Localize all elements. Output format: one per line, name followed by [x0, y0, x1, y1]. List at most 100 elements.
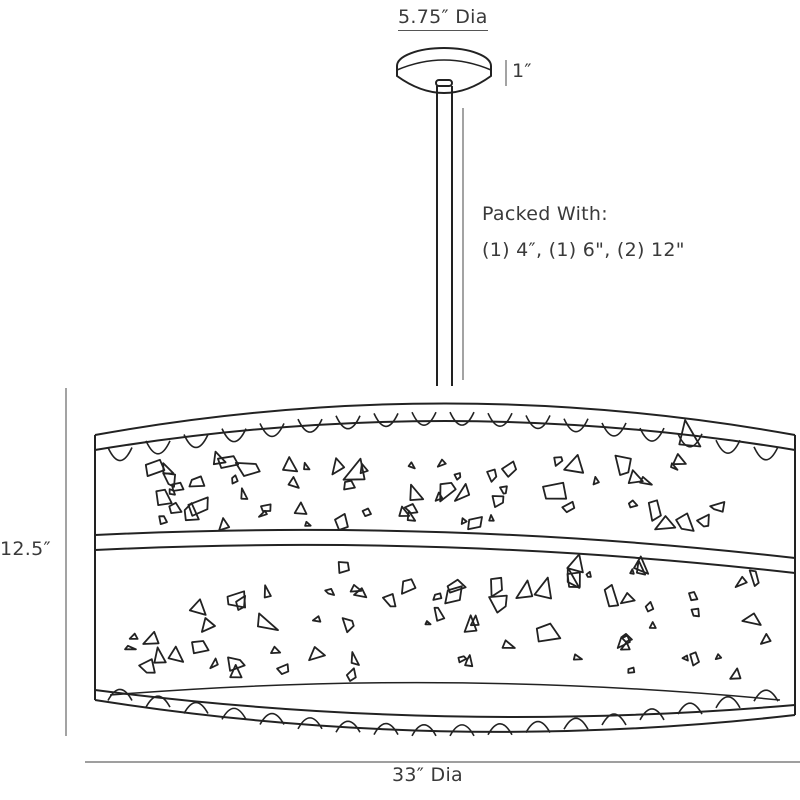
- shade-cutout: [486, 468, 498, 483]
- shade-cutout: [231, 474, 239, 485]
- top-arch-cutout: [677, 433, 703, 448]
- shade-cutout: [633, 555, 650, 575]
- shade-cutout: [138, 658, 156, 674]
- shade-cutout: [561, 500, 576, 514]
- shade-cutout: [212, 450, 227, 466]
- shade-cutout: [158, 515, 168, 525]
- shade-cutout: [741, 612, 762, 626]
- top-arch-cutout: [487, 412, 513, 427]
- top-arch-cutout: [335, 415, 361, 430]
- shade-cutout: [311, 615, 322, 623]
- shade-cutout: [188, 598, 207, 616]
- top-arch-cutout: [639, 427, 665, 442]
- shade-cutout: [729, 667, 742, 680]
- shade-cutout: [191, 640, 210, 655]
- shade-cutout: [155, 488, 173, 507]
- top-arch-cutout: [449, 411, 475, 426]
- bottom-arch-cutout: [107, 688, 133, 701]
- top-arch-cutout: [715, 439, 741, 454]
- shade-cutout: [566, 566, 581, 589]
- bottom-arch-cutout: [525, 720, 551, 733]
- top-arch-cutout: [107, 447, 133, 462]
- shade-cutout: [453, 472, 462, 481]
- shade-cutout: [168, 501, 183, 514]
- bottom-arch-cutout: [639, 708, 665, 721]
- shade-cutout: [515, 579, 534, 599]
- shade-cutout: [688, 591, 699, 602]
- top-arch-cutout: [601, 422, 627, 437]
- shade-cutout: [287, 476, 300, 489]
- shade-cutout: [167, 645, 185, 663]
- shade-cutout: [349, 584, 363, 593]
- shade-cutout: [678, 419, 702, 448]
- shade-cutout: [263, 584, 272, 599]
- shade-cutout: [748, 569, 760, 587]
- shade-cutout: [491, 495, 505, 509]
- shade-cutout: [592, 475, 600, 486]
- top-arch-cutout: [297, 418, 323, 433]
- shade-cutout: [620, 592, 636, 605]
- top-arch-cutout: [183, 434, 209, 449]
- shade-cutout: [128, 632, 139, 640]
- shade-cutout: [467, 516, 483, 531]
- shade-cutout: [183, 502, 200, 522]
- shade-cutout: [171, 481, 185, 492]
- shade-cutout: [276, 663, 290, 675]
- bottom-arch-cutout: [411, 724, 437, 737]
- shade-cutout: [168, 488, 176, 496]
- shade-cutout: [654, 515, 677, 531]
- shade-cutout: [227, 656, 246, 672]
- shade-cutout: [432, 592, 443, 601]
- shade-cutout: [690, 607, 700, 618]
- shade-cutout: [760, 633, 772, 645]
- shade-cutout: [359, 462, 369, 475]
- shade-cutout: [341, 617, 355, 634]
- bottom-arch-cutout: [145, 695, 171, 708]
- shade-cutout: [229, 664, 243, 679]
- shade-cutout: [403, 503, 419, 514]
- shade-cutout: [209, 657, 219, 670]
- bottom-arch-cutout: [677, 702, 703, 715]
- bottom-arch-cutout: [449, 724, 475, 737]
- shade-cutout: [282, 456, 299, 473]
- shade-cutout: [258, 509, 268, 518]
- shade-cutout: [460, 517, 468, 525]
- shade-cutout: [407, 461, 416, 470]
- drum-shade: [94, 402, 796, 737]
- shade-cutout: [542, 481, 568, 500]
- shade-cutout: [446, 578, 467, 594]
- shade-cutout: [627, 666, 636, 674]
- shade-cutout: [490, 576, 503, 598]
- bottom-arch-cutout: [297, 717, 323, 730]
- shade-cutout: [603, 584, 620, 608]
- bottom-arch-cutout: [715, 696, 741, 709]
- shade-cutout: [464, 654, 474, 668]
- shade-cutout: [553, 456, 564, 467]
- bottom-arch-cutout: [183, 701, 209, 714]
- bottom-arch-cutout: [373, 722, 399, 735]
- shade-cutout: [256, 612, 279, 631]
- top-arch-cutout: [259, 423, 285, 438]
- shade-cutout: [343, 479, 356, 491]
- shade-cutout: [342, 457, 366, 481]
- shade-cutout: [260, 503, 272, 512]
- shade-cutout: [488, 514, 495, 522]
- bottom-arch-cutout: [753, 689, 779, 702]
- shade-cutout: [648, 621, 657, 629]
- shade-cutout: [216, 455, 240, 469]
- top-arch-cutout: [753, 446, 779, 461]
- shade-cutout: [144, 458, 166, 478]
- shade-cutout: [572, 653, 583, 661]
- shade-cutout: [187, 496, 209, 517]
- shade-cutout: [324, 588, 336, 596]
- shade-cutout: [200, 617, 216, 633]
- shade-cutout: [689, 651, 700, 667]
- top-arch-cutout: [411, 411, 437, 426]
- shade-cutout: [188, 475, 206, 488]
- shade-cutout: [337, 561, 350, 574]
- bottom-arch-cutout: [221, 707, 247, 720]
- shade-cutout: [142, 630, 160, 645]
- bottom-arch-cutout: [601, 713, 627, 726]
- canopy-height-label: 1″: [512, 60, 532, 82]
- shade-cutout: [636, 559, 647, 576]
